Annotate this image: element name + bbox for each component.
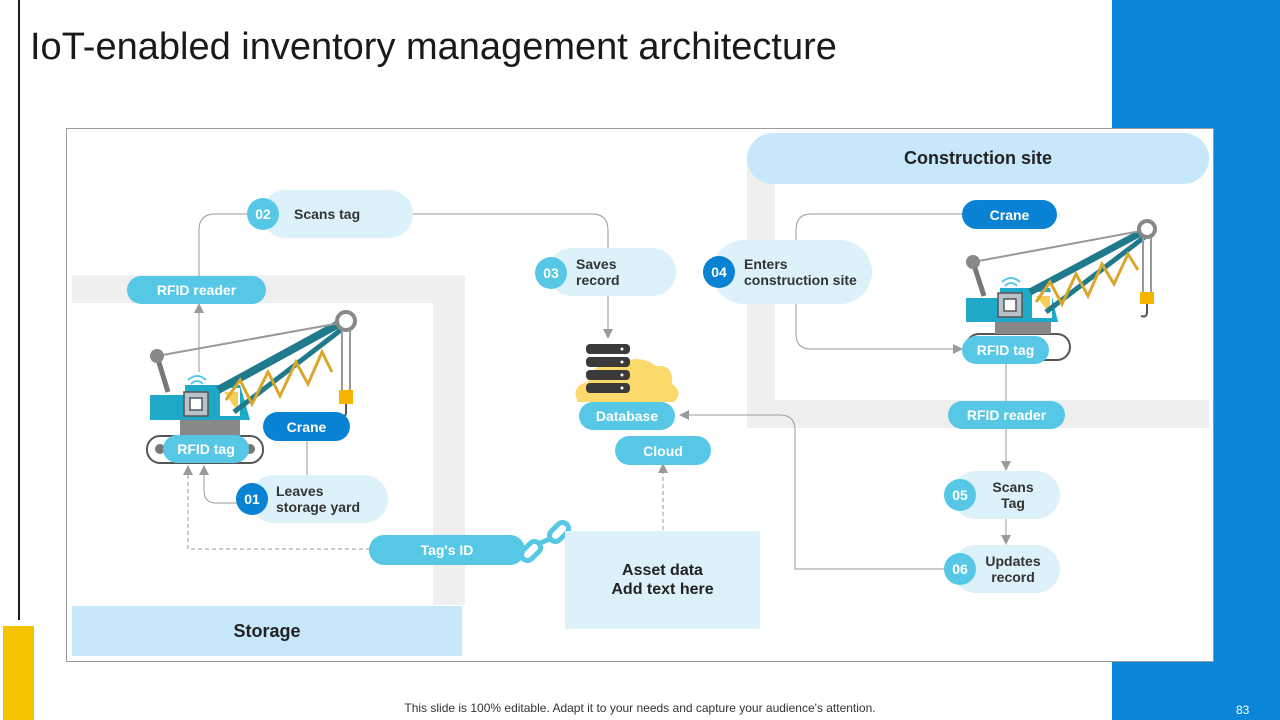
cloud-label: Cloud bbox=[615, 436, 711, 465]
construction-rfid-reader: RFID reader bbox=[948, 401, 1065, 429]
step-05-number: 05 bbox=[944, 479, 976, 511]
footer-note: This slide is 100% editable. Adapt it to… bbox=[404, 701, 876, 715]
step-06-line2: record bbox=[991, 569, 1035, 585]
storage-label-box: Storage bbox=[72, 606, 462, 656]
link-leaves-to-tag bbox=[199, 465, 237, 504]
step-04-number: 04 bbox=[703, 256, 735, 288]
link-updates-to-database bbox=[679, 410, 944, 570]
step-04-line2: construction site bbox=[744, 272, 857, 288]
asset-line1: Asset data bbox=[622, 562, 703, 579]
step-01-number: 01 bbox=[236, 483, 268, 515]
database-label: Database bbox=[579, 402, 675, 430]
step-03-line1: Saves bbox=[576, 256, 617, 272]
step-01-line2: storage yard bbox=[276, 499, 361, 515]
step-05-line2: Tag bbox=[1001, 495, 1025, 511]
page-number: 83 bbox=[1236, 703, 1250, 717]
step-03-line2: record bbox=[576, 272, 620, 288]
tags-id-label: Tag's ID bbox=[369, 535, 525, 565]
step-05-line1: Scans bbox=[992, 479, 1034, 495]
step-06-number: 06 bbox=[944, 553, 976, 585]
storage-rfid-tag: RFID tag bbox=[163, 435, 249, 463]
link-tagid-to-tag bbox=[183, 465, 370, 550]
step-02-line1: Scans tag bbox=[294, 206, 361, 222]
step-01-line1: Leaves bbox=[276, 483, 324, 499]
storage-rfid-reader: RFID reader bbox=[127, 276, 266, 304]
asset-line2: Add text here bbox=[611, 581, 714, 598]
step-06-line1: Updates bbox=[985, 553, 1041, 569]
construction-label-box: Construction site bbox=[747, 133, 1209, 184]
link-reader-to-scans bbox=[198, 213, 262, 276]
step-03-number: 03 bbox=[535, 257, 567, 289]
storage-crane-label: Crane bbox=[263, 412, 350, 441]
link-scans-to-database bbox=[412, 213, 613, 339]
construction-rfid-tag: RFID tag bbox=[962, 336, 1049, 364]
slide-title: IoT-enabled inventory management archite… bbox=[30, 26, 837, 68]
step-04-line1: Enters bbox=[744, 256, 788, 272]
yellow-accent-block bbox=[3, 626, 34, 720]
construction-crane-label: Crane bbox=[962, 200, 1057, 229]
step-02-number: 02 bbox=[247, 198, 279, 230]
left-rule bbox=[18, 0, 20, 620]
step-02-bubble: Scans tag bbox=[262, 190, 413, 238]
